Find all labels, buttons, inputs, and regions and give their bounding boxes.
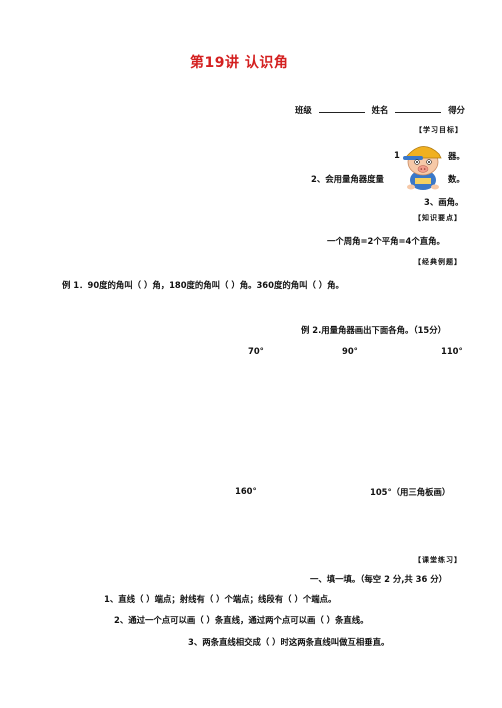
goal-item-1-tail: 器。 — [448, 151, 465, 161]
class-blank — [318, 104, 365, 113]
cartoon-pig-mascot-icon — [403, 146, 442, 190]
knowledge-line: 一个周角=2个平角=4个直角。 — [327, 236, 445, 246]
angle-label-160: 160° — [235, 486, 257, 496]
goals-tag: 【学习目标】 — [415, 125, 463, 134]
header-line: 班级 姓名 得分 — [295, 104, 465, 116]
goal-item-2-tail: 数。 — [448, 174, 465, 184]
page-title: 第19讲 认识角 — [190, 55, 289, 71]
name-blank — [395, 104, 442, 113]
angle-label-90: 90° — [342, 346, 358, 356]
goal-item-1: 1 — [394, 150, 400, 160]
question-2: 2、通过一个点可以画（ ）条直线，通过两个点可以画（ ）条直线。 — [114, 615, 369, 625]
example-1: 例 1．90度的角叫（ ）角，180度的角叫（ ）角。360度的角叫（ ）角。 — [62, 280, 344, 290]
angle-label-110: 110° — [441, 346, 463, 356]
practice-tag: 【课堂练习】 — [414, 555, 462, 564]
class-label: 班级 — [295, 105, 312, 115]
practice-section-1: 一、填一填。（每空 2 分,共 36 分） — [310, 574, 448, 584]
knowledge-tag: 【知识要点】 — [414, 213, 462, 222]
goal-item-3: 3、画角。 — [424, 197, 464, 207]
example-2: 例 2.用量角器画出下面各角。（15分） — [301, 325, 447, 335]
angle-label-105: 105°（用三角板画） — [370, 487, 451, 497]
name-label: 姓名 — [371, 105, 389, 115]
question-1: 1、直线（ ）端点；射线有（ ）个端点；线段有（ ）个端点。 — [104, 594, 337, 604]
goal-item-2: 2、会用量角器度量 — [311, 174, 384, 184]
score-label: 得分 — [448, 105, 465, 115]
angle-label-70: 70° — [248, 346, 264, 356]
question-3: 3、两条直线相交成（ ）时这两条直线叫做互相垂直。 — [188, 637, 390, 647]
examples-tag: 【经典例题】 — [414, 257, 462, 266]
